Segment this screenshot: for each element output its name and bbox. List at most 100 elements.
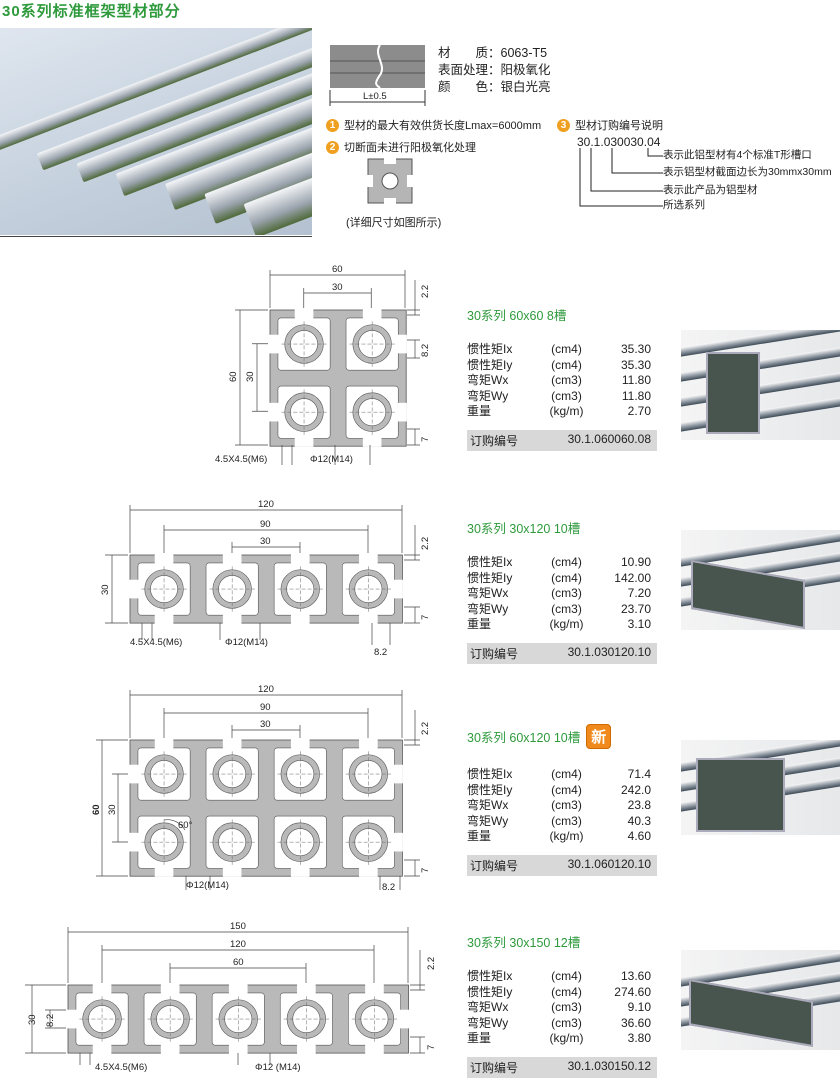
spec-unit: (cm4) <box>551 767 582 781</box>
svg-text:60: 60 <box>228 371 239 382</box>
spec-row: 弯矩Wx(cm3)7.20 <box>467 586 657 602</box>
code-explanation: 表示此铝型材有4个标准T形槽口 <box>663 149 812 161</box>
svg-text:150: 150 <box>230 921 246 932</box>
svg-text:2.2: 2.2 <box>420 537 431 550</box>
svg-text:120: 120 <box>258 499 274 510</box>
spec-label: 弯矩Wx <box>467 798 509 812</box>
spec-value: 71.4 <box>627 767 651 781</box>
spec-value: 142.00 <box>614 570 651 585</box>
svg-text:7: 7 <box>420 615 431 620</box>
spec-value: 10.90 <box>620 555 651 569</box>
spec-label: 弯矩Wy <box>467 388 509 403</box>
svg-text:4.5X4.5(M6): 4.5X4.5(M6) <box>95 1062 147 1073</box>
t-slot <box>290 614 310 624</box>
svg-text:30: 30 <box>260 719 271 730</box>
spec-unit: (cm3) <box>551 388 582 403</box>
spec-row: 弯矩Wy(cm3)40.3 <box>467 814 657 830</box>
svg-text:30: 30 <box>260 536 271 547</box>
svg-text:90: 90 <box>260 519 271 530</box>
cross-section-caption: (详细尺寸如图所示) <box>346 217 442 229</box>
spec-value: 35.30 <box>620 342 651 356</box>
spec-unit: (kg/m) <box>549 829 584 843</box>
profile-outline <box>129 739 403 877</box>
spec-label: 重量 <box>467 829 492 843</box>
spec-label: 惯性矩Iy <box>467 570 513 585</box>
spec-value: 23.70 <box>620 601 651 616</box>
t-slot <box>362 309 382 319</box>
spec-label: 弯矩Wy <box>467 1015 509 1030</box>
drawing-60x60: 60 30 60 30 2.2 8.2 7 4.5X4.5(M6) Φ12(M1… <box>215 264 431 465</box>
t-slot <box>154 614 174 624</box>
t-slot <box>365 1044 384 1054</box>
spec-row: 弯矩Wx(cm3)11.80 <box>467 373 657 389</box>
t-slot <box>290 554 310 564</box>
spec-unit: (cm3) <box>551 601 582 616</box>
t-slot <box>154 867 174 877</box>
material-value: 6063-T5 <box>500 46 548 60</box>
t-slot <box>397 402 407 422</box>
product-name: 30系列 60x120 10槽 <box>467 731 581 745</box>
spec-label: 惯性矩Ix <box>467 969 513 983</box>
spec-unit: (cm3) <box>551 813 582 828</box>
svg-text:30: 30 <box>332 282 343 293</box>
t-slot <box>269 402 279 422</box>
code-explanation: 表示此产品为铝型材 <box>663 184 758 196</box>
spec-row: 重量(kg/m)2.70 <box>467 404 657 420</box>
spec-value: 3.80 <box>627 1031 651 1045</box>
profile-outline <box>67 984 409 1054</box>
spec-label: 惯性矩Ix <box>467 555 513 569</box>
t-slot <box>297 1044 316 1054</box>
spec-row: 重量 (kg/m) 4.60 <box>467 829 657 845</box>
spec-unit: (cm3) <box>551 1000 582 1014</box>
surface-value: 阳极氧化 <box>500 63 551 77</box>
spec-row: 弯矩Wx(cm3)23.8 <box>467 798 657 814</box>
product-name: 30系列 60x60 8槽 <box>467 309 567 323</box>
spec-label: 重量 <box>467 1031 492 1045</box>
svg-text:Φ12(M14): Φ12(M14) <box>225 637 268 648</box>
t-slot <box>129 764 139 784</box>
t-slot <box>294 309 314 319</box>
spec-row: 惯性矩Ix(cm4)35.30 <box>467 342 657 358</box>
svg-text:2.2: 2.2 <box>426 957 437 970</box>
spec-value: 11.80 <box>621 373 651 387</box>
spec-unit: (cm4) <box>551 782 582 797</box>
length-tolerance: L±0.5 <box>363 91 387 102</box>
t-slot <box>92 1044 112 1054</box>
spec-label: 重量 <box>467 404 492 418</box>
svg-text:120: 120 <box>230 939 246 950</box>
spec-unit: (kg/m) <box>549 617 584 631</box>
product-photo-30x120 <box>681 530 840 630</box>
spec-value: 35.30 <box>620 357 651 372</box>
spec-value: 36.60 <box>620 1015 651 1030</box>
svg-text:4.5X4.5(M6): 4.5X4.5(M6) <box>130 637 182 648</box>
t-slot <box>92 984 112 994</box>
t-slot <box>154 554 174 564</box>
spec-value: 13.60 <box>620 969 651 983</box>
t-slot <box>393 579 403 599</box>
spec-value: 4.60 <box>627 829 651 843</box>
svg-text:120: 120 <box>258 684 274 695</box>
spec-value: 3.10 <box>627 617 651 631</box>
svg-text:Φ12(M14): Φ12(M14) <box>186 880 229 891</box>
t-slot <box>359 554 378 564</box>
svg-text:30: 30 <box>100 584 111 595</box>
svg-text:60°: 60° <box>178 820 193 831</box>
spec-value: 23.8 <box>627 798 651 812</box>
spec-value: 2.70 <box>627 404 651 418</box>
spec-row: 弯矩Wy(cm3)23.70 <box>467 602 657 618</box>
svg-text:Φ12(M14): Φ12(M14) <box>310 454 353 465</box>
svg-text:60: 60 <box>332 264 343 275</box>
t-slot <box>290 739 310 749</box>
t-slot <box>228 984 248 994</box>
svg-text:60: 60 <box>233 957 244 968</box>
spec-unit: (cm3) <box>551 586 582 600</box>
product-name: 30系列 30x120 10槽 <box>467 522 581 536</box>
spec-value: 7.20 <box>627 586 651 600</box>
product-photo-30x150 <box>681 950 840 1050</box>
svg-text:8.2: 8.2 <box>45 1014 56 1027</box>
